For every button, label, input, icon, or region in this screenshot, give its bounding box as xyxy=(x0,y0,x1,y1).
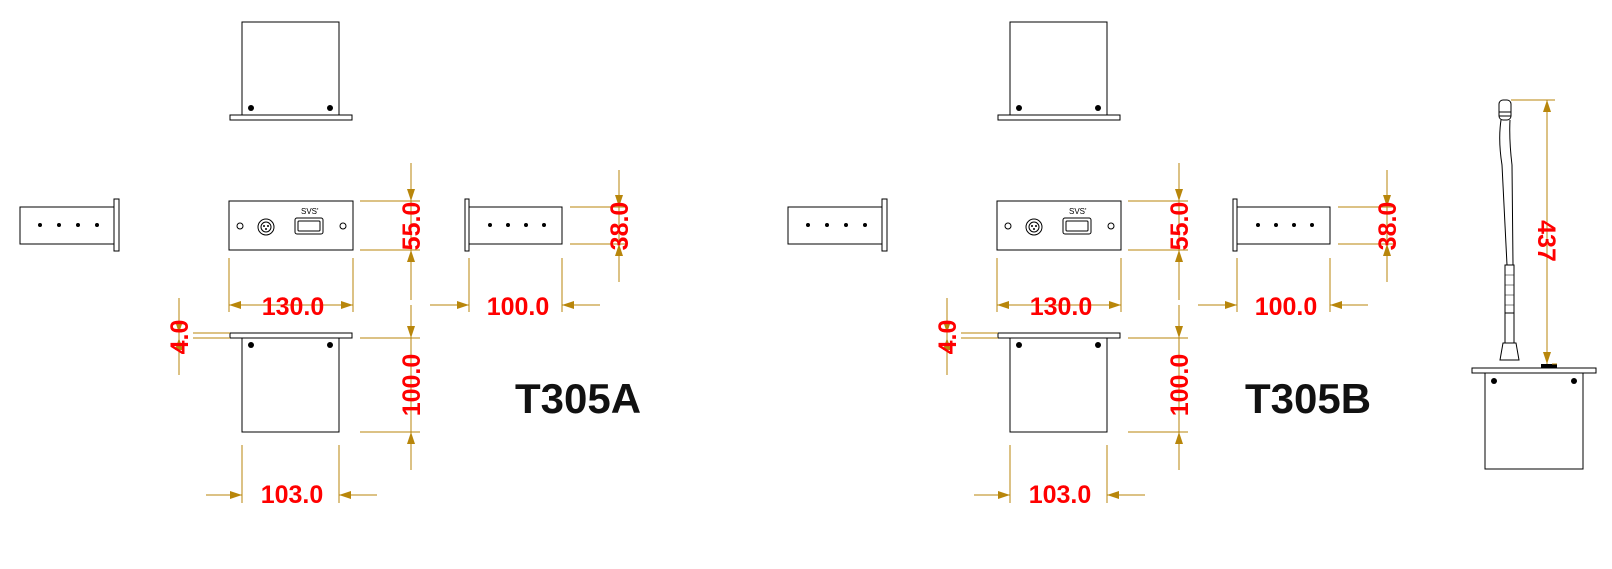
dim-side-height: 38.0 xyxy=(1374,202,1402,251)
dim-mic-height: 437 xyxy=(1532,220,1560,262)
dim-faceplate-width: 130.0 xyxy=(1030,293,1093,321)
dim-box-width: 103.0 xyxy=(1029,481,1092,509)
dim-flange-thickness: 4.0 xyxy=(166,320,194,355)
drawing-t305a: SVS' 55.0 130.0 100.0 38.0 4.0 100.0 103… xyxy=(19,21,641,509)
dim-box-depth: 100.0 xyxy=(398,354,426,417)
drawing-t305b: SVS' 55.0 130.0 100.0 38.0 4.0 100.0 103… xyxy=(787,21,1402,509)
dim-side-width: 100.0 xyxy=(1255,293,1318,321)
dim-faceplate-height: 55.0 xyxy=(398,202,426,251)
model-label: T305A xyxy=(515,375,641,422)
dim-faceplate-height: 55.0 xyxy=(1166,202,1194,251)
dim-faceplate-width: 130.0 xyxy=(262,293,325,321)
dim-box-depth: 100.0 xyxy=(1166,354,1194,417)
dim-flange-thickness: 4.0 xyxy=(934,320,962,355)
dim-box-width: 103.0 xyxy=(261,481,324,509)
dim-side-width: 100.0 xyxy=(487,293,550,321)
model-label: T305B xyxy=(1245,375,1371,422)
logo-text: SVS' xyxy=(1069,207,1087,216)
logo-text: SVS' xyxy=(301,207,319,216)
dim-side-height: 38.0 xyxy=(606,202,634,251)
microphone-drawing: 437 xyxy=(1471,99,1597,470)
